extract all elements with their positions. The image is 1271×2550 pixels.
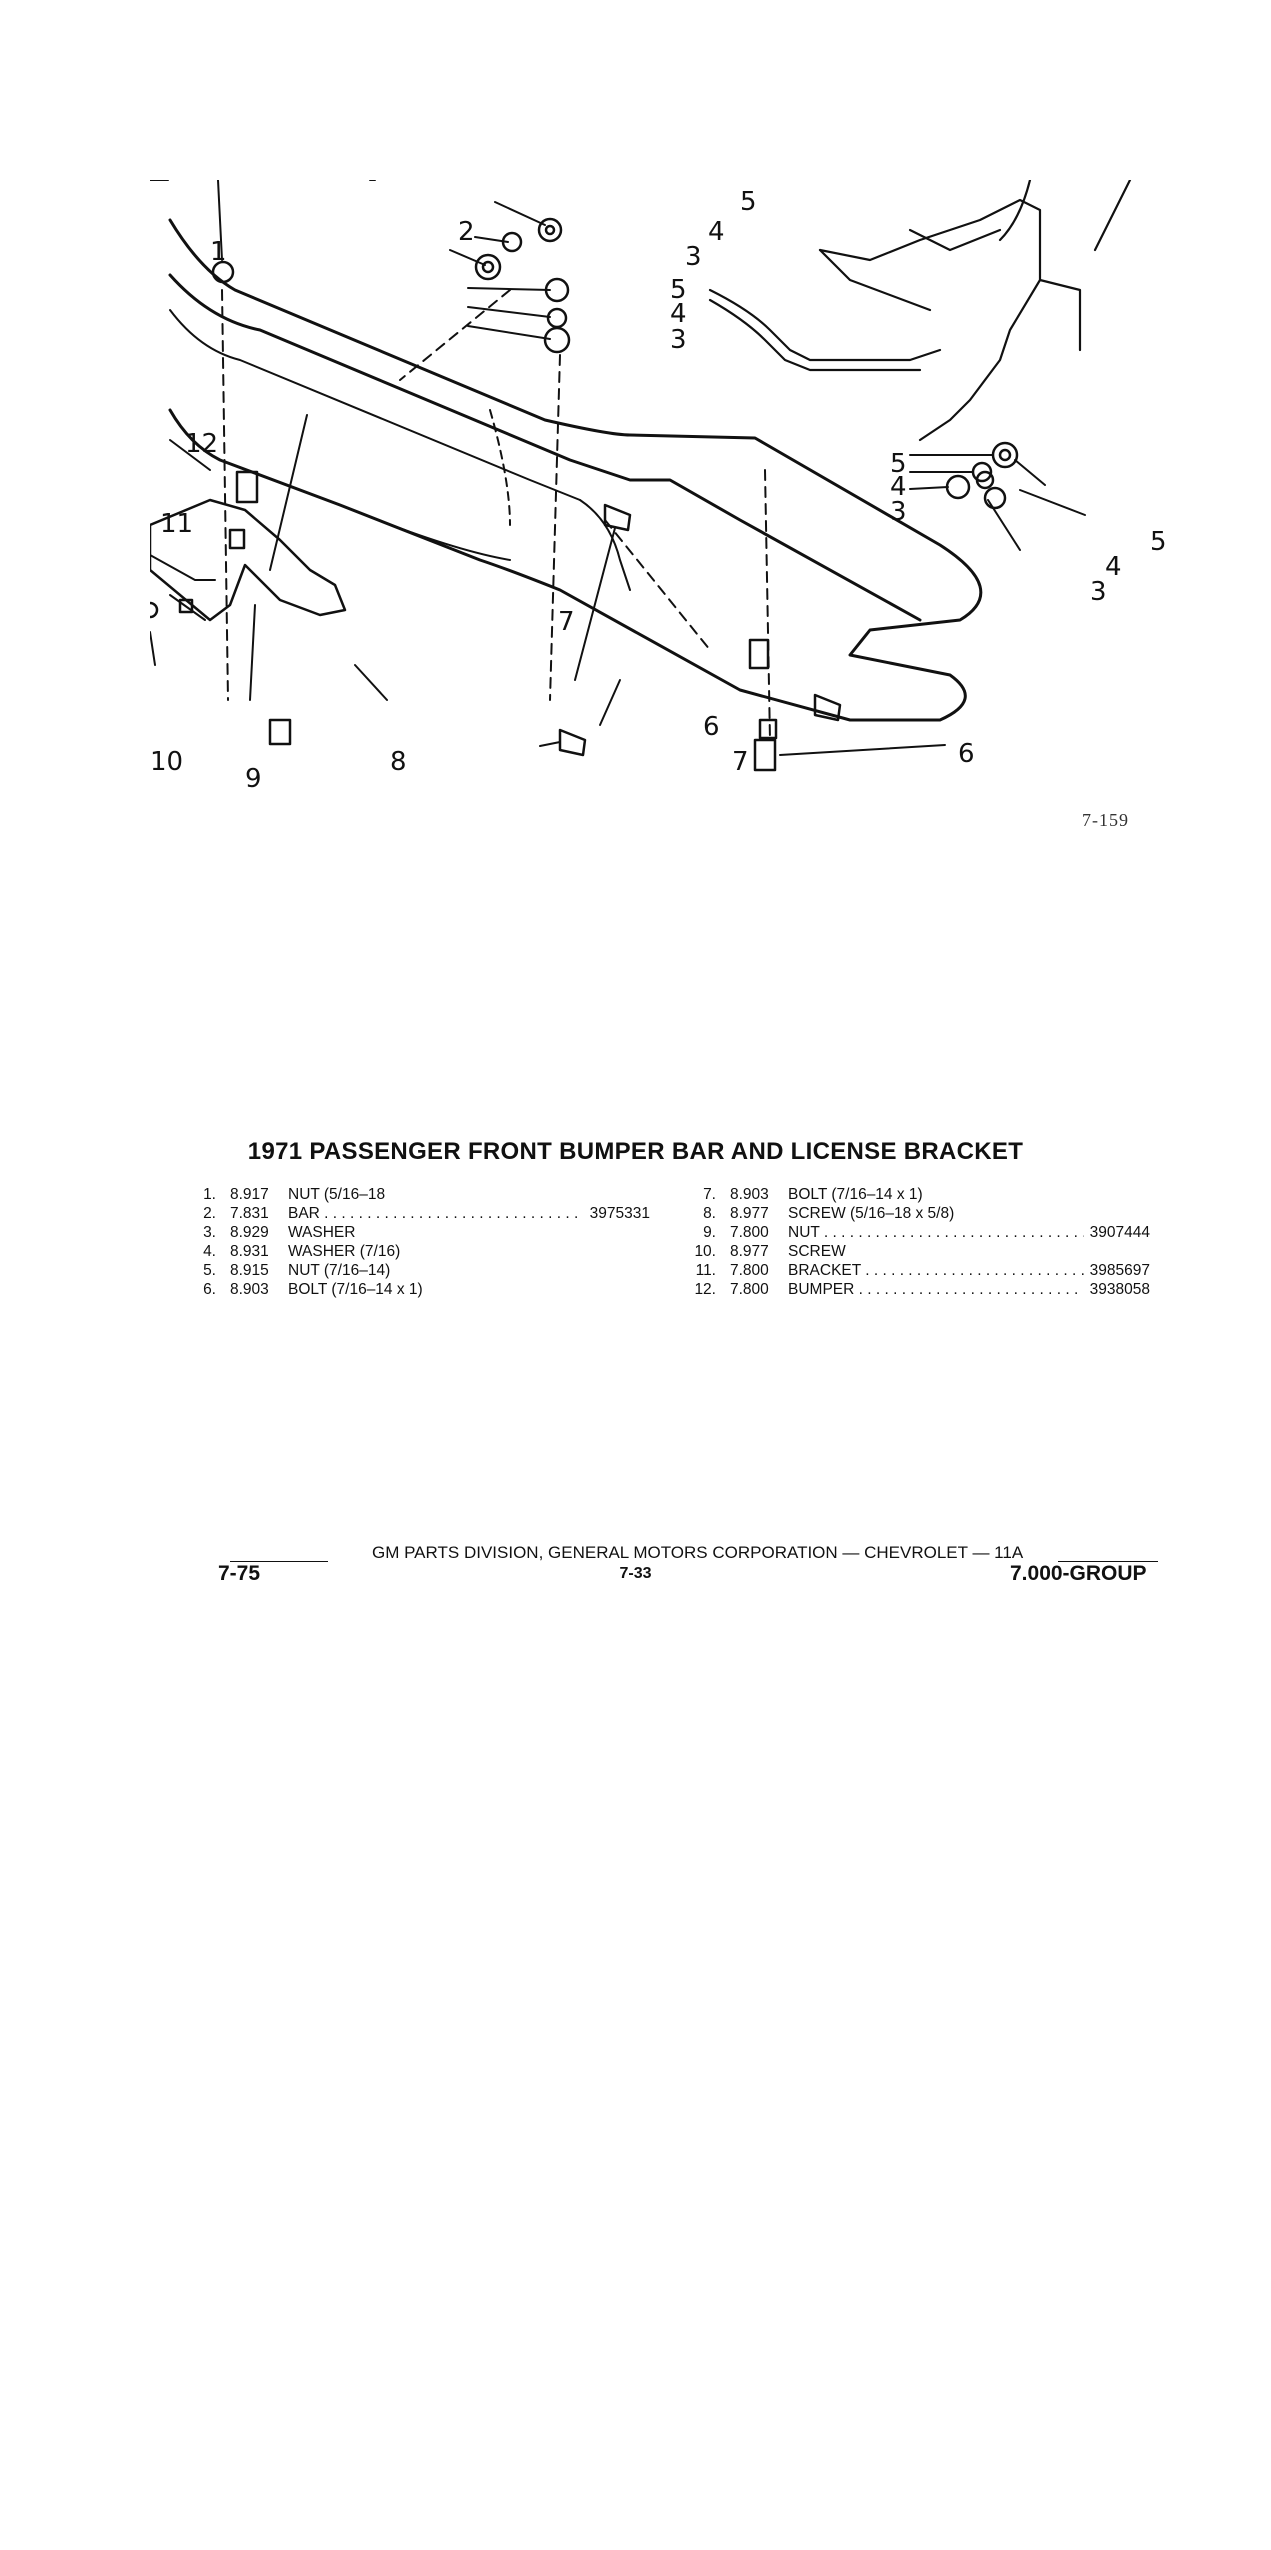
part-catalog-number: 3975331 bbox=[589, 1205, 650, 1222]
part-description: NUT (7/16–14) bbox=[288, 1262, 391, 1279]
page-title: 1971 PASSENGER FRONT BUMPER BAR AND LICE… bbox=[247, 1138, 1024, 1165]
callout-4c: 4 bbox=[890, 472, 907, 502]
parts-row: 6. 8.903 BOLT (7/16–14 x 1) bbox=[180, 1280, 650, 1299]
callout-9: 9 bbox=[245, 764, 262, 794]
part-description: BAR bbox=[288, 1204, 584, 1223]
parts-row: 3. 8.929 WASHER bbox=[180, 1223, 650, 1242]
footer-group: 7.000-GROUP bbox=[1010, 1562, 1147, 1585]
footer-division: GM PARTS DIVISION, GENERAL MOTORS CORPOR… bbox=[372, 1543, 1024, 1562]
parts-row: 12. 7.800 BUMPER 3938058 bbox=[680, 1280, 1150, 1299]
part-group-code: 7.800 bbox=[730, 1224, 769, 1241]
part-group-code: 8.977 bbox=[730, 1243, 769, 1260]
part-number-index: 4. bbox=[203, 1243, 216, 1260]
part-group-code: 8.917 bbox=[230, 1186, 269, 1203]
frame-bracket-shape bbox=[708, 180, 1132, 442]
parts-list-right: 7. 8.903 BOLT (7/16–14 x 1) 8. 8.977 SCREW (5… bbox=[680, 1185, 1150, 1299]
part-number-index: 2. bbox=[203, 1205, 216, 1222]
part-catalog-number bbox=[644, 1185, 650, 1204]
callout-12: 12 bbox=[185, 429, 218, 459]
parts-row: 4. 8.931 WASHER (7/16) bbox=[180, 1242, 650, 1261]
part-description: WASHER (7/16) bbox=[288, 1243, 401, 1260]
callout-5a: 5 bbox=[740, 187, 757, 217]
part-number-index: 1. bbox=[203, 1186, 216, 1203]
part-number-index: 12. bbox=[694, 1281, 716, 1298]
part-description: BUMPER bbox=[788, 1280, 1084, 1299]
part-group-code: 8.931 bbox=[230, 1243, 269, 1260]
part-group-code: 7.800 bbox=[730, 1262, 769, 1279]
part-description: SCREW (5/16–18 x 5/8) bbox=[788, 1205, 955, 1222]
part-description: WASHER bbox=[288, 1224, 356, 1241]
callout-4b: 4 bbox=[670, 299, 687, 329]
part-catalog-number: 3985697 bbox=[1089, 1262, 1150, 1279]
part-number-index: 8. bbox=[703, 1205, 716, 1222]
parts-row: 2. 7.831 BAR 3975331 bbox=[180, 1204, 650, 1223]
parts-row: 8. 8.977 SCREW (5/16–18 x 5/8) bbox=[680, 1204, 1150, 1223]
part-group-code: 8.903 bbox=[230, 1281, 269, 1298]
part-catalog-number bbox=[644, 1223, 650, 1242]
part-number-index: 3. bbox=[203, 1224, 216, 1241]
part-description: BOLT (7/16–14 x 1) bbox=[288, 1281, 423, 1298]
part-group-code: 8.977 bbox=[730, 1205, 769, 1222]
part-group-code: 8.903 bbox=[730, 1186, 769, 1203]
callout-6b: 6 bbox=[958, 739, 975, 769]
callout-7b: 7 bbox=[732, 747, 749, 777]
callout-6a: 6 bbox=[703, 712, 720, 742]
part-description: NUT (5/16–18 bbox=[288, 1186, 386, 1203]
part-catalog-number: 3907444 bbox=[1089, 1224, 1150, 1241]
callout-5b: 5 bbox=[670, 275, 687, 305]
footer-rule-right bbox=[1058, 1561, 1158, 1562]
part-group-code: 8.929 bbox=[230, 1224, 269, 1241]
part-group-code: 7.800 bbox=[730, 1281, 769, 1298]
callout-3c: 3 bbox=[890, 497, 907, 527]
footer-page-left: 7-75 bbox=[218, 1562, 261, 1585]
footer-page-center: 7-33 bbox=[619, 1565, 652, 1582]
callout-5d: 5 bbox=[1150, 527, 1167, 557]
part-catalog-number bbox=[644, 1280, 650, 1299]
callout-3a: 3 bbox=[685, 242, 702, 272]
callout-5c: 5 bbox=[890, 449, 907, 479]
part-description: NUT bbox=[788, 1223, 1084, 1242]
fasteners bbox=[150, 217, 1019, 772]
parts-row: 5. 8.915 NUT (7/16–14) bbox=[180, 1261, 650, 1280]
callout-4d: 4 bbox=[1105, 552, 1122, 582]
callout-3d: 3 bbox=[1090, 577, 1107, 607]
callout-4a: 4 bbox=[708, 217, 725, 247]
callout-3b: 3 bbox=[670, 325, 687, 355]
part-description: BRACKET bbox=[788, 1261, 1084, 1280]
part-catalog-number bbox=[644, 1242, 650, 1261]
part-number-index: 7. bbox=[703, 1186, 716, 1203]
parts-row: 7. 8.903 BOLT (7/16–14 x 1) bbox=[680, 1185, 1150, 1204]
callout-1: 1 bbox=[210, 237, 227, 267]
part-number-index: 10. bbox=[694, 1243, 716, 1260]
part-catalog-number bbox=[1144, 1204, 1150, 1223]
parts-row: 1. 8.917 NUT (5/16–18 bbox=[180, 1185, 650, 1204]
part-description: SCREW bbox=[788, 1243, 846, 1260]
callout-10: 10 bbox=[150, 747, 183, 777]
part-group-code: 8.915 bbox=[230, 1262, 269, 1279]
part-number-index: 6. bbox=[203, 1281, 216, 1298]
part-catalog-number bbox=[1144, 1185, 1150, 1204]
figure-number: 7-159 bbox=[1082, 810, 1129, 830]
parts-row: 9. 7.800 NUT 3907444 bbox=[680, 1223, 1150, 1242]
part-number-index: 5. bbox=[203, 1262, 216, 1279]
callout-8: 8 bbox=[390, 747, 407, 777]
part-number-index: 11. bbox=[695, 1262, 716, 1279]
leader-lines bbox=[150, 180, 1086, 756]
part-catalog-number bbox=[1144, 1242, 1150, 1261]
bumper-exploded-diagram: 1 2 12 11 10 9 8 7 6 7 6 5 4 3 5 4 3 5 4… bbox=[150, 180, 1167, 794]
part-group-code: 7.831 bbox=[230, 1205, 269, 1222]
part-catalog-number: 3938058 bbox=[1089, 1281, 1150, 1298]
callout-7a: 7 bbox=[558, 607, 575, 637]
footer-rule-left bbox=[230, 1561, 328, 1562]
parts-list-left: 1. 8.917 NUT (5/16–18 2. 7.831 BAR 3975331 3. 8.… bbox=[180, 1185, 650, 1299]
callout-2: 2 bbox=[458, 217, 475, 247]
part-description: BOLT (7/16–14 x 1) bbox=[788, 1186, 923, 1203]
license-bracket-shape bbox=[150, 498, 347, 622]
parts-row: 11. 7.800 BRACKET 3985697 bbox=[680, 1261, 1150, 1280]
callout-11: 11 bbox=[160, 509, 193, 539]
bumper-bar-shape bbox=[168, 218, 983, 722]
part-catalog-number bbox=[644, 1261, 650, 1280]
part-number-index: 9. bbox=[703, 1224, 716, 1241]
parts-row: 10. 8.977 SCREW bbox=[680, 1242, 1150, 1261]
